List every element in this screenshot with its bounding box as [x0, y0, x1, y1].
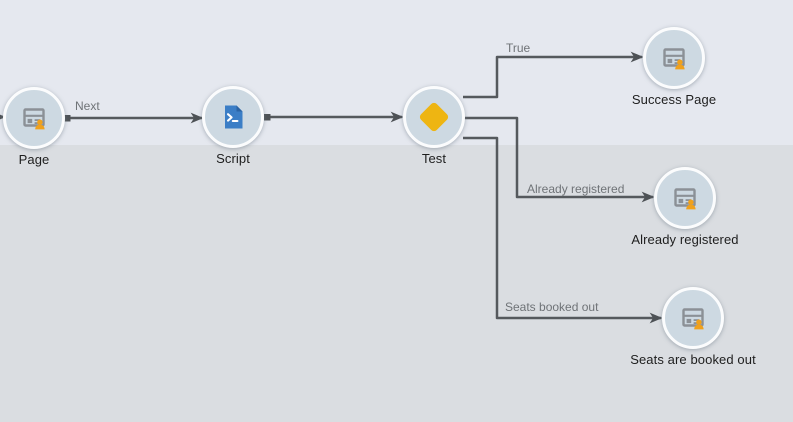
edge-label-next: Next [75, 99, 100, 113]
node-circle-seats-booked-out[interactable] [662, 287, 724, 349]
node-label-already-registered: Already registered [631, 232, 739, 247]
script-file-icon [217, 101, 249, 133]
node-circle-script[interactable] [202, 86, 264, 148]
node-circle-already-registered[interactable] [654, 167, 716, 229]
node-circle-success-page[interactable] [643, 27, 705, 89]
node-circle-page[interactable] [3, 87, 65, 149]
node-label-test: Test [421, 151, 447, 166]
edge-test-seats[interactable] [463, 136, 663, 324]
node-label-script: Script [216, 151, 250, 166]
node-circle-test[interactable] [403, 86, 465, 148]
decision-diamond-icon [414, 97, 454, 137]
edge-label-true: True [506, 41, 531, 55]
edge-test-success[interactable] [463, 51, 644, 99]
page-user-icon [18, 102, 50, 134]
node-label-seats-booked-out: Seats are booked out [630, 352, 756, 367]
node-label-success-page: Success Page [631, 92, 717, 107]
page-user-icon [658, 42, 690, 74]
node-label-page: Page [18, 152, 50, 167]
edge-label-seats-booked-out: Seats booked out [505, 300, 599, 314]
page-user-icon [669, 182, 701, 214]
edge-start-pin [64, 115, 71, 122]
edge-test-already[interactable] [463, 116, 655, 203]
edge-start-pin [264, 114, 271, 121]
page-user-icon [677, 302, 709, 334]
edge-label-already-registered: Already registered [527, 182, 625, 196]
